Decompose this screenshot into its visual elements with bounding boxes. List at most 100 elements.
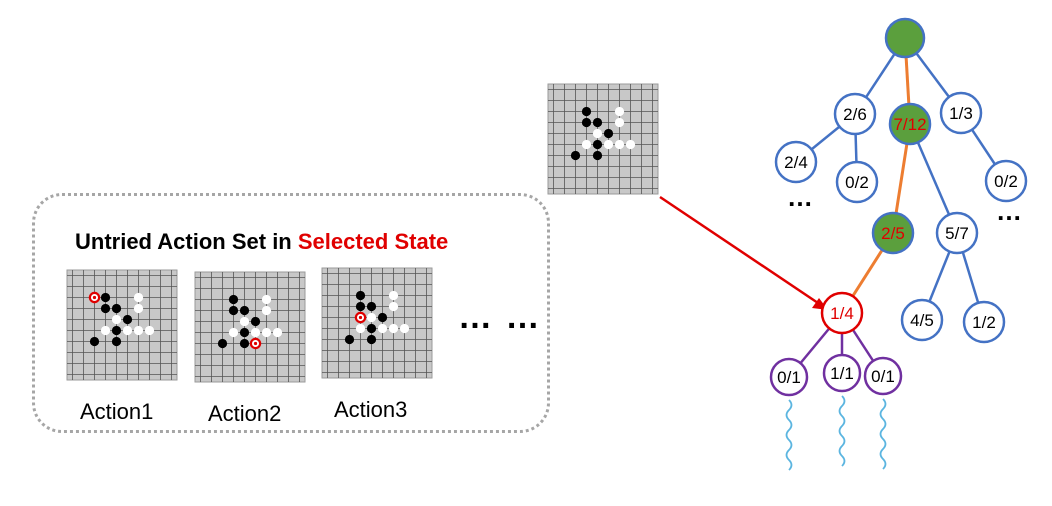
white-stone [614,106,625,117]
action2-label: Action2 [208,401,282,426]
black-stone [581,117,592,128]
node-label: 0/1 [871,367,895,386]
white-stone [355,323,366,334]
black-stone [366,323,377,334]
black-stone [592,117,603,128]
black-stone [570,150,581,161]
black-stone [217,338,228,349]
tree-node-n12: 1/2 [962,300,1006,344]
rollout-squiggle-1 [785,399,793,471]
black-stone [111,303,122,314]
white-stone [366,312,377,323]
black-stone [228,305,239,316]
node-label: 0/2 [994,172,1018,191]
node-label: 1/2 [972,313,996,332]
tree-ellipsis-left: … [787,182,813,212]
white-stone [122,325,133,336]
tree-node-root [884,17,926,59]
node-label: 1/3 [949,104,973,123]
action3-board [321,267,433,379]
node-circle [774,140,818,184]
node-circle [871,211,915,255]
node-circle [888,102,932,146]
board-background [547,83,659,195]
white-stone [377,323,388,334]
node-circle [822,353,862,393]
tree-node-n01a: 0/1 [769,357,809,397]
white-stone [261,294,272,305]
tree-node-n14: 1/4 [820,291,864,335]
white-stone [261,327,272,338]
white-stone [388,290,399,301]
black-stone [377,312,388,323]
node-label: 1/4 [830,304,854,323]
black-stone [355,301,366,312]
node-label: 0/2 [845,173,869,192]
black-stone [111,325,122,336]
white-stone [625,139,636,150]
tree-node-n712: 7/12 [888,102,932,146]
tree-node-n13: 1/3 [939,91,983,135]
tree-node-n02b: 0/2 [984,159,1028,203]
node-label: 2/5 [881,224,905,243]
white-stone [399,323,410,334]
white-stone [614,117,625,128]
action3-label: Action3 [334,397,408,422]
tree-node-n45: 4/5 [900,298,944,342]
white-stone [133,292,144,303]
white-stone [581,139,592,150]
node-circle [962,300,1006,344]
node-label: 2/6 [843,105,867,124]
black-stone [581,106,592,117]
rollout-squiggle-3 [879,398,887,470]
white-stone [592,128,603,139]
new-move-marker-dot [358,315,363,320]
white-stone [272,327,283,338]
white-stone [388,323,399,334]
tree-node-n11: 1/1 [822,353,862,393]
action1-label: Action1 [80,399,154,424]
action1-board [66,269,178,381]
new-move-marker-dot [92,295,97,300]
node-circle [769,357,809,397]
black-stone [344,334,355,345]
black-stone [89,336,100,347]
node-label: 7/12 [893,115,926,134]
board-background [66,269,178,381]
black-stone [250,316,261,327]
black-stone [366,301,377,312]
tree-node-n26: 2/6 [833,92,877,136]
selected-state-highlight: Selected State [297,229,449,254]
panel-title: Untried Action Set in Selected State [75,229,449,254]
white-stone [614,139,625,150]
selection-arrow [659,195,819,305]
white-stone [100,325,111,336]
node-circle [833,92,877,136]
node-circle [900,298,944,342]
black-stone [122,314,133,325]
black-stone [355,290,366,301]
new-move-marker-dot [253,341,258,346]
node-label: 0/1 [777,368,801,387]
more-actions-ellipsis: … … [458,298,542,336]
black-stone [592,150,603,161]
node-circle [863,356,903,396]
black-stone [603,128,614,139]
white-stone [133,303,144,314]
tree-ellipsis-right: … [996,196,1022,226]
untried-action-panel [32,193,550,433]
white-stone [261,305,272,316]
white-stone [239,316,250,327]
white-stone [133,325,144,336]
node-circle [984,159,1028,203]
node-circle [935,211,979,255]
white-stone [144,325,155,336]
black-stone [239,338,250,349]
black-stone [239,327,250,338]
black-stone [366,334,377,345]
white-stone [603,139,614,150]
white-stone [250,327,261,338]
black-stone [100,303,111,314]
white-stone [388,301,399,312]
